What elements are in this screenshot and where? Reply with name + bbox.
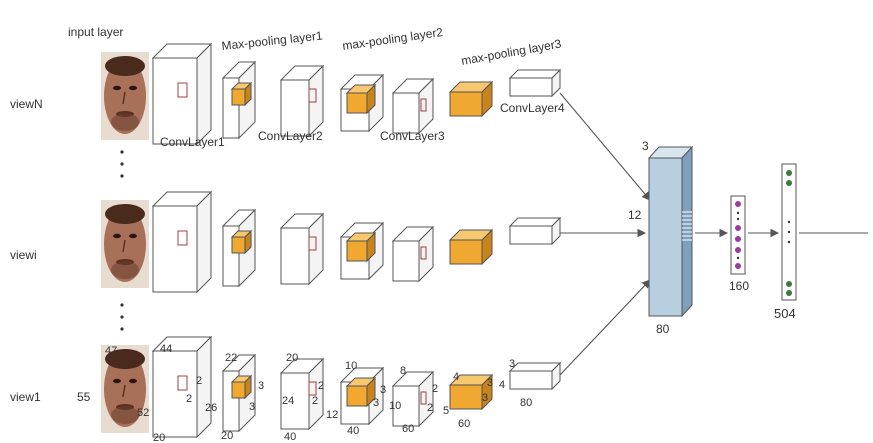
dim-c2-top: 20 <box>286 352 298 364</box>
view-top-row-conv2-block <box>279 64 325 138</box>
dim-p3-k2: 3 <box>482 392 488 404</box>
dimension-labels: 47 55 44 52 20 2 2 22 26 20 3 3 20 24 40… <box>77 343 532 443</box>
view-top-label: viewN <box>10 97 43 111</box>
dim-c1-side: 52 <box>137 407 149 419</box>
dim-p3-top: 4 <box>453 371 459 383</box>
dim-c1-bottom: 20 <box>153 432 165 443</box>
conv3-label: ConvLayer3 <box>380 129 445 143</box>
dim-p2-bottom: 40 <box>347 425 359 437</box>
dim-c3-top: 8 <box>400 365 406 377</box>
maxpool3-label: max-pooling layer3 <box>460 37 563 68</box>
merge-depth-label: 3 <box>642 139 649 153</box>
dim-c2-bottom: 40 <box>284 431 296 443</box>
dim-p3-side: 5 <box>443 405 449 417</box>
view-top-row-pool2-kernel <box>345 83 377 115</box>
dim-p3-k1: 3 <box>487 377 493 389</box>
view-middle-row-pool1-kernel <box>230 229 253 255</box>
dim-p2-top: 10 <box>345 360 357 372</box>
dim-c2-k2: 2 <box>312 395 318 407</box>
arrow-top-to-merge <box>559 92 651 201</box>
dim-p1-k1: 3 <box>258 380 264 392</box>
dim-c3-k1: 2 <box>432 383 438 395</box>
view-bottom-label: view1 <box>10 390 41 404</box>
input-layer-label: input layer <box>68 25 123 39</box>
view-middle-row-pool2-kernel <box>345 231 377 263</box>
view-top-row-conv1-block <box>151 42 213 146</box>
conv4-label: ConvLayer4 <box>500 101 565 115</box>
view-middle-row-face-image <box>101 200 149 288</box>
view-top-row-conv4-block <box>508 68 562 98</box>
view-bottom-row-pool1-kernel <box>230 374 253 400</box>
dim-c3-k2: 2 <box>427 402 433 414</box>
view-middle-row-conv4-block <box>508 216 562 246</box>
view-bottom-row-pool2-kernel <box>345 376 377 408</box>
merge-bottom-label: 80 <box>656 322 670 336</box>
dim-p2-k1: 3 <box>380 384 386 396</box>
view-bottom-row-conv2-block <box>279 357 325 431</box>
dim-c2-k1: 2 <box>318 380 324 392</box>
view-bottom-row <box>101 335 562 439</box>
maxpool1-label: Max-pooling layer1 <box>221 28 324 53</box>
dim-c1-k1: 2 <box>196 375 202 387</box>
view-top-row-pool3-block <box>448 80 494 118</box>
view-middle-label: viewi <box>10 248 37 262</box>
conv1-label: ConvLayer1 <box>160 135 225 149</box>
dim-p2-side: 12 <box>326 409 338 421</box>
fc2-size-label: 504 <box>774 306 796 321</box>
view-top-row-face-image <box>101 52 149 140</box>
dim-c3-bottom: 60 <box>402 423 414 435</box>
dim-p1-k2: 3 <box>249 401 255 413</box>
dim-input-width: 47 <box>105 345 117 357</box>
dim-c4-side: 4 <box>499 379 505 391</box>
dim-c4-top: 3 <box>509 358 515 370</box>
dim-c3-side: 10 <box>389 400 401 412</box>
view-bottom-row-conv1-block <box>151 335 213 439</box>
dim-p1-top: 22 <box>225 352 237 364</box>
view-middle-row-conv3-block <box>391 225 435 283</box>
merge-side-label: 12 <box>628 208 642 222</box>
arrow-bottom-to-merge <box>559 279 651 376</box>
fc2-vector <box>781 163 797 301</box>
dim-c4-bottom: 80 <box>520 397 532 409</box>
dim-input-height: 55 <box>77 390 91 404</box>
dim-p3-bottom: 60 <box>458 418 470 430</box>
view-top-row-pool1-kernel <box>230 81 253 107</box>
fc1-vector <box>730 195 746 275</box>
maxpool2-label: max-pooling layer2 <box>341 25 444 53</box>
fc1-size-label: 160 <box>729 279 749 293</box>
view-middle-row <box>101 190 562 294</box>
ellipsis-dots-upper <box>120 150 124 178</box>
view-middle-row-conv1-block <box>151 190 213 294</box>
view-bottom-row-conv4-block <box>508 361 562 391</box>
ellipsis-dots-lower <box>120 303 124 331</box>
dim-p1-bottom: 20 <box>221 430 233 442</box>
dim-p2-k2: 3 <box>373 397 379 409</box>
view-top-row-conv3-block <box>391 77 435 135</box>
dim-c1-k2: 2 <box>186 393 192 405</box>
view-middle-row-conv2-block <box>279 212 325 286</box>
view-bottom-row-conv3-block <box>391 370 435 428</box>
view-top-row <box>101 42 562 146</box>
view-bottom-row-face-image <box>101 345 149 433</box>
view-bottom-row-pool3-block <box>448 373 494 411</box>
view-middle-row-pool3-block <box>448 228 494 266</box>
conv2-label: ConvLayer2 <box>258 129 323 143</box>
dim-p1-side: 26 <box>205 402 217 414</box>
merge-block <box>647 145 694 318</box>
dim-c1-top: 44 <box>160 343 172 355</box>
dim-c2-side: 24 <box>282 395 294 407</box>
